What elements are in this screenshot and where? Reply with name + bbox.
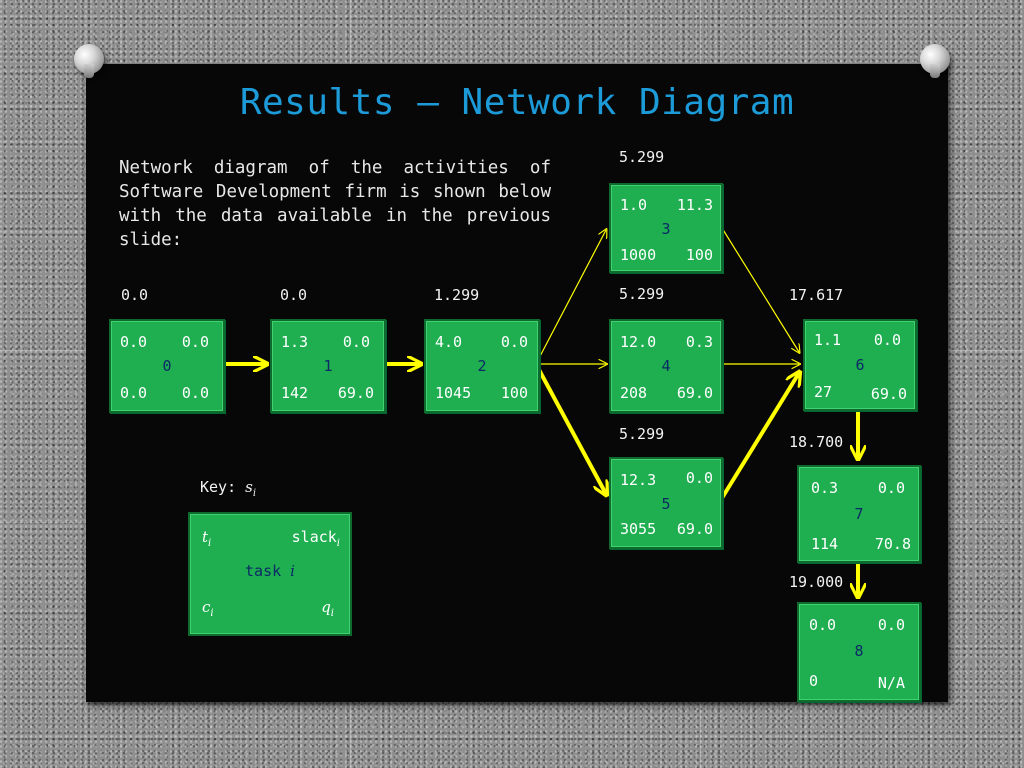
legend-key-box: ti slacki task i ci qi [188,512,352,636]
node-5-cost: 3055 [620,520,657,538]
key-label-text: Key: [200,478,237,496]
task-node-7: 0.3 0.0 7 114 70.8 [797,465,921,563]
task-node-5: 12.3 0.0 5 3055 69.0 [609,457,723,549]
node-4-quality: 69.0 [676,384,713,402]
key-duration: ti [202,528,211,549]
node-8-start: 19.000 [789,573,844,591]
node-1-id: 1 [323,357,333,375]
node-5-start: 5.299 [619,425,665,443]
node-6-id: 6 [855,356,865,374]
node-1-slack: 0.0 [342,333,370,351]
task-node-1: 1.3 0.0 1 142 69.0 [270,319,386,413]
key-slack-text: slack [291,528,337,546]
node-4-cost: 208 [620,384,648,402]
node-3-duration: 1.0 [620,196,648,214]
node-2-duration: 4.0 [435,333,463,351]
node-0-quality: 0.0 [181,384,209,402]
key-duration-symbol: t [202,528,209,546]
node-7-start: 18.700 [789,433,844,451]
key-cost: ci [202,598,214,619]
node-7-quality: 70.8 [874,535,911,553]
node-1-cost: 142 [281,384,309,402]
edge-3-6 [721,227,799,352]
node-8-slack: 0.0 [877,616,905,634]
key-cost-subscript: i [210,608,214,619]
node-6-duration: 1.1 [814,331,842,349]
node-1-start: 0.0 [280,286,308,304]
node-6-quality: 69.0 [870,385,907,403]
node-2-id: 2 [477,357,487,375]
key-quality-symbol: q [321,598,331,616]
edge-2-3 [536,230,606,363]
node-8-quality: N/A [877,674,905,692]
key-label: Key: si [200,478,256,499]
node-4-id: 4 [661,357,671,375]
task-node-6: 1.1 0.0 6 27 69.0 [803,319,917,411]
edge-5-6 [720,373,799,500]
node-3-slack: 11.3 [676,196,713,214]
node-6-slack: 0.0 [873,331,901,349]
key-quality-subscript: i [330,608,334,619]
key-cost-symbol: c [202,598,211,616]
key-quality: qi [321,598,334,619]
node-5-duration: 12.3 [620,471,657,489]
node-0-slack: 0.0 [181,333,209,351]
edge-2-5 [535,365,606,494]
node-6-start: 17.617 [789,286,844,304]
node-2-slack: 0.0 [500,333,528,351]
node-0-cost: 0.0 [120,384,148,402]
node-8-duration: 0.0 [809,616,837,634]
intro-text: Network diagram of the activities of Sof… [119,158,551,250]
node-6-cost: 27 [814,383,833,401]
node-8-id: 8 [854,642,864,660]
pushpin-left-icon [74,44,104,78]
key-slack: slacki [292,528,340,549]
task-node-2: 4.0 0.0 2 1045 100 [424,319,540,413]
node-7-slack: 0.0 [877,479,905,497]
node-2-start: 1.299 [434,286,480,304]
node-8-cost: 0 [809,672,819,690]
slide-title: Results – Network Diagram [239,82,795,123]
node-0-id: 0 [162,357,172,375]
node-3-start: 5.299 [619,148,665,166]
node-0-duration: 0.0 [120,333,148,351]
key-task-text: task [245,562,282,580]
node-7-id: 7 [854,505,864,523]
key-slack-subscript: i [336,538,340,549]
node-7-cost: 114 [811,535,839,553]
key-duration-subscript: i [208,538,212,549]
node-3-cost: 1000 [620,246,657,264]
key-task: task i [190,562,350,580]
node-1-quality: 69.0 [337,384,374,402]
node-4-duration: 12.0 [620,333,657,351]
node-0-start: 0.0 [121,286,149,304]
node-3-quality: 100 [685,246,713,264]
pushpin-right-icon [920,44,950,78]
task-node-0: 0.0 0.0 0 0.0 0.0 [109,319,225,413]
node-4-slack: 0.3 [685,333,713,351]
node-2-cost: 1045 [435,384,472,402]
node-5-quality: 69.0 [676,520,713,538]
node-3-id: 3 [661,220,671,238]
key-start-subscript: i [252,488,257,499]
key-task-var: i [290,562,295,580]
node-2-quality: 100 [500,384,528,402]
node-5-slack: 0.0 [685,469,713,487]
task-node-4: 12.0 0.3 4 208 69.0 [609,319,723,413]
node-1-duration: 1.3 [281,333,309,351]
task-node-3: 1.0 11.3 3 1000 100 [609,183,723,273]
task-node-8: 0.0 0.0 8 0 N/A [797,602,921,702]
key-start-symbol: s [245,478,253,496]
node-4-start: 5.299 [619,285,665,303]
node-5-id: 5 [661,495,671,513]
node-7-duration: 0.3 [811,479,839,497]
